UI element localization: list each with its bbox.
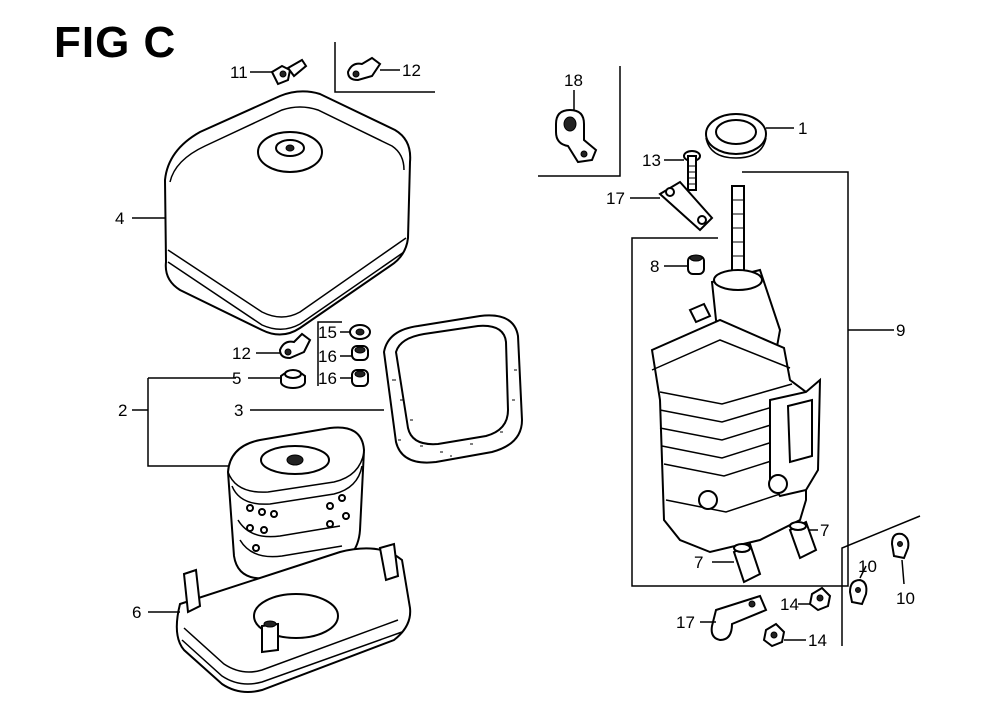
callout-14-a: 14: [780, 595, 799, 614]
callout-1: 1: [798, 119, 807, 138]
callout-9: 9: [896, 321, 905, 340]
inset-box-18: [538, 66, 621, 177]
part-11-clip: [270, 58, 308, 86]
callout-16-a: 16: [318, 347, 337, 366]
callout-17-upper: 17: [606, 189, 625, 208]
callout-2: 2: [118, 401, 127, 420]
bracket-15-16: [317, 321, 342, 386]
callout-12-mid: 12: [232, 344, 251, 363]
figure-title: FIG C: [54, 18, 177, 67]
part-10-clip-a: [848, 578, 868, 606]
callout-11: 11: [230, 63, 248, 82]
callout-16-b: 16: [318, 369, 337, 388]
bracket-9: [631, 171, 849, 587]
leader-10-b: [901, 559, 905, 585]
callout-5: 5: [232, 369, 241, 388]
callout-17-lower: 17: [676, 613, 695, 632]
part-1-seal-ring: [705, 113, 767, 159]
callout-12-top: 12: [402, 61, 421, 80]
callout-15: 15: [318, 323, 337, 342]
part-7-hose-b: [732, 542, 762, 584]
part-18-clamp: [555, 108, 598, 164]
part-14-nut-b: [762, 622, 786, 648]
callout-7-a: 7: [820, 521, 829, 540]
callout-10-b: 10: [896, 589, 915, 608]
part-8-cap: [687, 254, 705, 275]
part-6-cleaner-base: [175, 542, 412, 693]
callout-7-b: 7: [694, 553, 703, 572]
part-4-cleaner-cover: [163, 90, 412, 336]
bracket-2: [147, 378, 236, 467]
callout-14-b: 14: [808, 631, 827, 650]
callout-13: 13: [642, 151, 661, 170]
callout-10-a: 10: [858, 557, 877, 576]
callout-3: 3: [234, 401, 243, 420]
part-14-nut-a: [808, 586, 832, 612]
part-5-grommet: [280, 369, 306, 389]
part-17-bracket-upper: [658, 180, 714, 232]
callout-18: 18: [564, 71, 583, 90]
part-2-paper-element: [226, 426, 366, 580]
inset-box-10: [841, 515, 921, 646]
inset-box-12-top: [334, 42, 435, 93]
leader-10-a: [859, 565, 867, 579]
part-9-oil-bath-body: [650, 185, 822, 554]
part-10-clip-b: [890, 532, 910, 560]
part-15-washer: [349, 324, 371, 340]
callout-8: 8: [650, 257, 659, 276]
part-16-grommet-a: [351, 345, 369, 361]
part-12-bracket-top: [346, 56, 382, 82]
part-13-bolt: [683, 150, 701, 191]
callout-4: 4: [115, 209, 124, 228]
part-16-grommet-b: [351, 369, 369, 387]
part-7-hose-a: [788, 520, 818, 560]
part-17-bracket-lower: [710, 594, 768, 642]
part-3-outer-foam-element: [382, 314, 524, 464]
part-12-bracket-mid: [278, 332, 312, 360]
callout-6: 6: [132, 603, 141, 622]
